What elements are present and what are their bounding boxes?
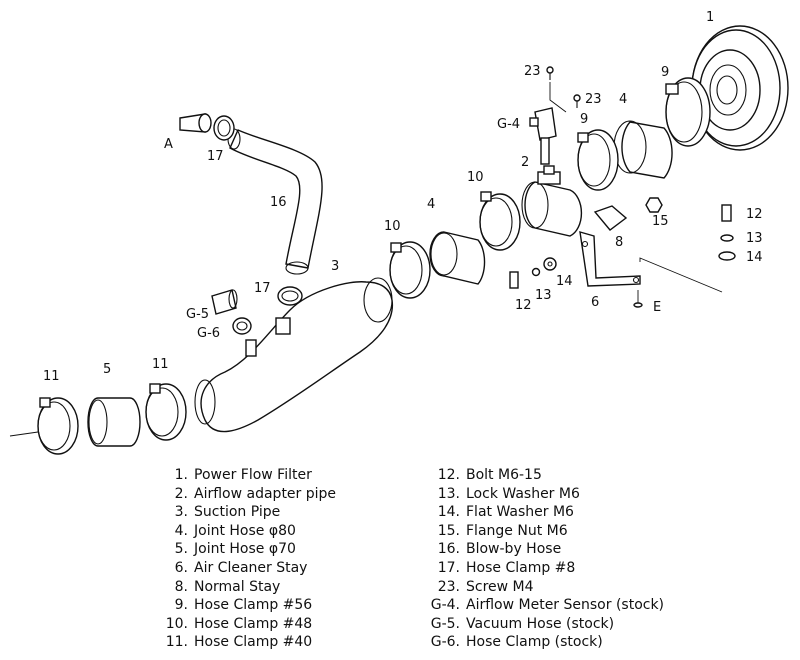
legend-item: 4.Joint Hose φ80 bbox=[174, 522, 296, 539]
parts-legend-left: 1.Power Flow Filter 2.Airflow adapter pi… bbox=[164, 466, 336, 652]
marker-e bbox=[633, 290, 643, 308]
callout-g5: G-5 bbox=[186, 307, 209, 322]
legend-item: 3.Suction Pipe bbox=[174, 504, 281, 521]
legend-item: 16.Blow-by Hose bbox=[437, 541, 562, 558]
callout-10: 10 bbox=[467, 170, 484, 185]
callout-10: 10 bbox=[384, 219, 401, 234]
legend-item: 14.Flat Washer M6 bbox=[437, 504, 574, 521]
callout-23: 23 bbox=[524, 64, 541, 79]
fastener-set-right bbox=[718, 204, 736, 261]
callout-11: 11 bbox=[43, 369, 60, 384]
callout-g4: G-4 bbox=[497, 117, 520, 132]
legend-item: 6.Air Cleaner Stay bbox=[174, 559, 308, 576]
parts-legend-right: 12.Bolt M6-15 13.Lock Washer M6 14.Flat … bbox=[424, 466, 664, 652]
callout-g6: G-6 bbox=[197, 326, 220, 341]
legend-item: 11.Hose Clamp #40 bbox=[165, 634, 313, 651]
callout-8: 8 bbox=[615, 235, 623, 250]
callout-11: 11 bbox=[152, 357, 169, 372]
callout-3: 3 bbox=[331, 259, 339, 274]
callout-13: 13 bbox=[746, 231, 763, 246]
legend-item: 13.Lock Washer M6 bbox=[437, 485, 580, 502]
callout-6: 6 bbox=[591, 295, 599, 310]
callout-12: 12 bbox=[746, 207, 763, 222]
joint-hose-70 bbox=[87, 397, 141, 447]
callout-17: 17 bbox=[207, 149, 224, 164]
callout-5: 5 bbox=[103, 362, 111, 377]
legend-item: 12.Bolt M6-15 bbox=[437, 467, 542, 483]
legend-item: 17.Hose Clamp #8 bbox=[437, 559, 576, 576]
callout-12: 12 bbox=[515, 298, 532, 313]
hose-clamp-56-b bbox=[577, 129, 619, 191]
fastener-set-left bbox=[509, 197, 663, 289]
callout-17: 17 bbox=[254, 281, 271, 296]
callout-a: A bbox=[164, 137, 173, 152]
callout-14: 14 bbox=[746, 250, 763, 265]
hose-clamp-56 bbox=[665, 77, 711, 147]
legend-item: 8.Normal Stay bbox=[174, 578, 281, 595]
legend-item: 23.Screw M4 bbox=[437, 578, 534, 595]
legend-item: G-6.Hose Clamp (stock) bbox=[430, 634, 603, 651]
callout-23: 23 bbox=[585, 92, 602, 107]
air-cleaner-stay bbox=[579, 231, 723, 293]
callout-4: 4 bbox=[619, 92, 627, 107]
airflow-adapter-pipe bbox=[521, 165, 583, 237]
joint-hose-80-right bbox=[613, 120, 673, 179]
exploded-parts-diagram: 1 9 4 23 23 9 G-4 2 10 4 10 15 8 12 13 1… bbox=[9, 10, 789, 455]
legend-item: 5.Joint Hose φ70 bbox=[174, 541, 296, 558]
normal-stay bbox=[593, 205, 628, 231]
legend-item: 10.Hose Clamp #48 bbox=[165, 615, 313, 632]
screw-m4 bbox=[546, 66, 581, 113]
callout-16: 16 bbox=[270, 195, 287, 210]
hose-stub-a bbox=[179, 113, 212, 133]
joint-hose-80-middle bbox=[429, 231, 486, 285]
hose-clamp-8-b bbox=[277, 286, 303, 306]
callout-13: 13 bbox=[535, 288, 552, 303]
callout-e: E bbox=[653, 300, 661, 315]
hose-clamp-8-a bbox=[213, 115, 235, 141]
legend-item: 15.Flange Nut M6 bbox=[437, 522, 568, 539]
power-flow-filter bbox=[691, 25, 789, 151]
callout-9: 9 bbox=[580, 112, 588, 127]
airflow-meter-sensor bbox=[529, 107, 557, 165]
hose-clamp-stock bbox=[232, 317, 252, 335]
callout-9: 9 bbox=[661, 65, 669, 80]
hose-clamp-40-a bbox=[9, 397, 79, 455]
legend-item: 2.Airflow adapter pipe bbox=[174, 485, 337, 502]
hose-clamp-48-a bbox=[479, 191, 521, 251]
legend-item: 1.Power Flow Filter bbox=[174, 467, 312, 483]
suction-pipe bbox=[194, 277, 394, 433]
legend-item: G-5.Vacuum Hose (stock) bbox=[430, 615, 615, 632]
callout-15: 15 bbox=[652, 214, 669, 229]
hose-clamp-48-b bbox=[389, 241, 431, 299]
callout-2: 2 bbox=[521, 155, 529, 170]
legend-item: G-4.Airflow Meter Sensor (stock) bbox=[430, 597, 665, 614]
callout-1: 1 bbox=[706, 10, 714, 25]
callout-14: 14 bbox=[556, 274, 573, 289]
vacuum-hose bbox=[211, 289, 238, 315]
callout-4: 4 bbox=[427, 197, 435, 212]
hose-clamp-40-b bbox=[145, 383, 187, 441]
legend-item: 9.Hose Clamp #56 bbox=[174, 597, 313, 614]
